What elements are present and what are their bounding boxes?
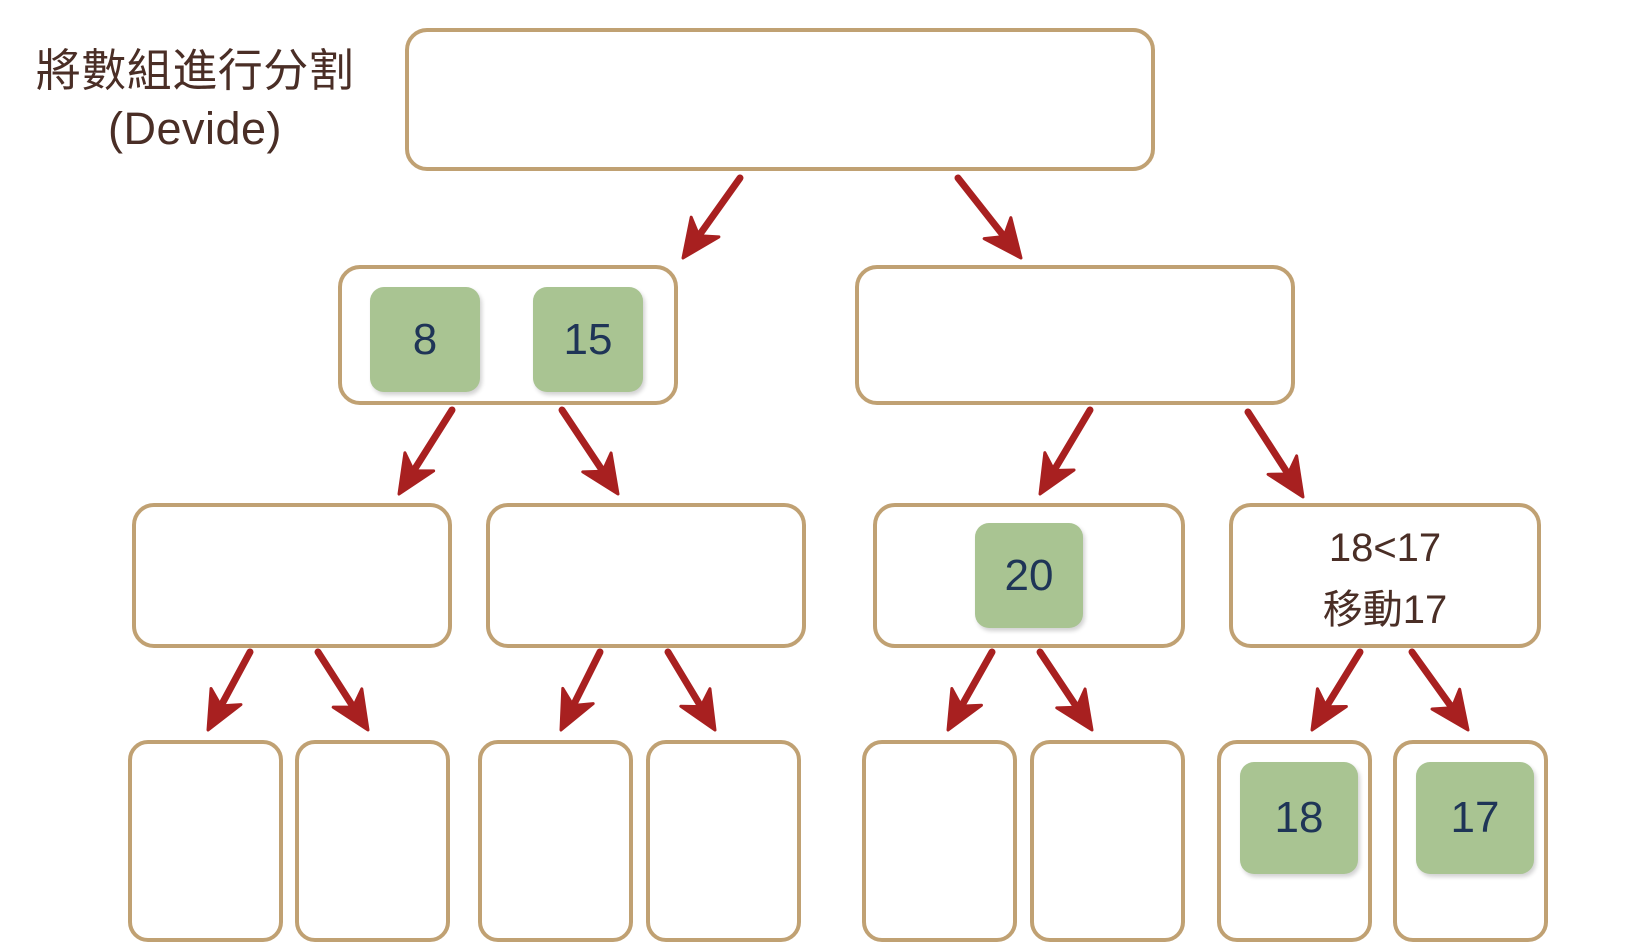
node-annotation: 18<17 移動17 — [1229, 517, 1541, 641]
annotation-line-2: 移動17 — [1322, 588, 1448, 632]
tree-node[interactable] — [486, 503, 806, 648]
tree-node[interactable] — [1229, 503, 1541, 648]
tree-arrow — [664, 648, 717, 732]
tree-node[interactable] — [295, 740, 450, 942]
tree-arrow — [559, 648, 604, 732]
tree-arrow — [397, 406, 456, 496]
tree-arrow — [946, 648, 996, 732]
tree-arrow — [314, 648, 370, 732]
value-cell-label: 17 — [1450, 793, 1500, 842]
page-title: 將數組進行分割 (Devide) — [20, 42, 370, 157]
value-cell[interactable]: 8 — [370, 287, 480, 392]
tree-node[interactable] — [646, 740, 801, 942]
value-cell-label: 8 — [412, 314, 438, 364]
tree-node[interactable] — [128, 740, 283, 942]
annotation-line-1: 18<17 — [1328, 526, 1442, 570]
tree-arrow — [1036, 648, 1094, 732]
value-cell[interactable]: 15 — [533, 287, 643, 392]
tree-arrow — [558, 406, 620, 496]
tree-node[interactable] — [1030, 740, 1185, 942]
tree-node[interactable] — [405, 28, 1155, 171]
value-cell[interactable]: 17 — [1416, 762, 1534, 874]
value-cell[interactable]: 20 — [975, 523, 1083, 628]
value-cell-label: 18 — [1274, 793, 1324, 842]
title-line-1: 將數組進行分割 — [35, 45, 355, 96]
tree-arrow — [1244, 408, 1305, 499]
tree-node[interactable] — [862, 740, 1017, 942]
value-cell-label: 20 — [1004, 550, 1054, 600]
tree-arrow — [681, 174, 744, 260]
tree-node[interactable] — [478, 740, 633, 942]
tree-arrow — [206, 648, 254, 732]
tree-arrow — [1038, 406, 1094, 496]
tree-node[interactable] — [855, 265, 1295, 405]
tree-arrow — [1310, 648, 1364, 732]
value-cell-label: 15 — [563, 314, 613, 364]
value-cell[interactable]: 18 — [1240, 762, 1358, 874]
tree-arrow — [1408, 648, 1470, 732]
tree-arrow — [954, 174, 1023, 260]
title-line-2: (Devide) — [107, 102, 283, 154]
tree-node[interactable] — [132, 503, 452, 648]
